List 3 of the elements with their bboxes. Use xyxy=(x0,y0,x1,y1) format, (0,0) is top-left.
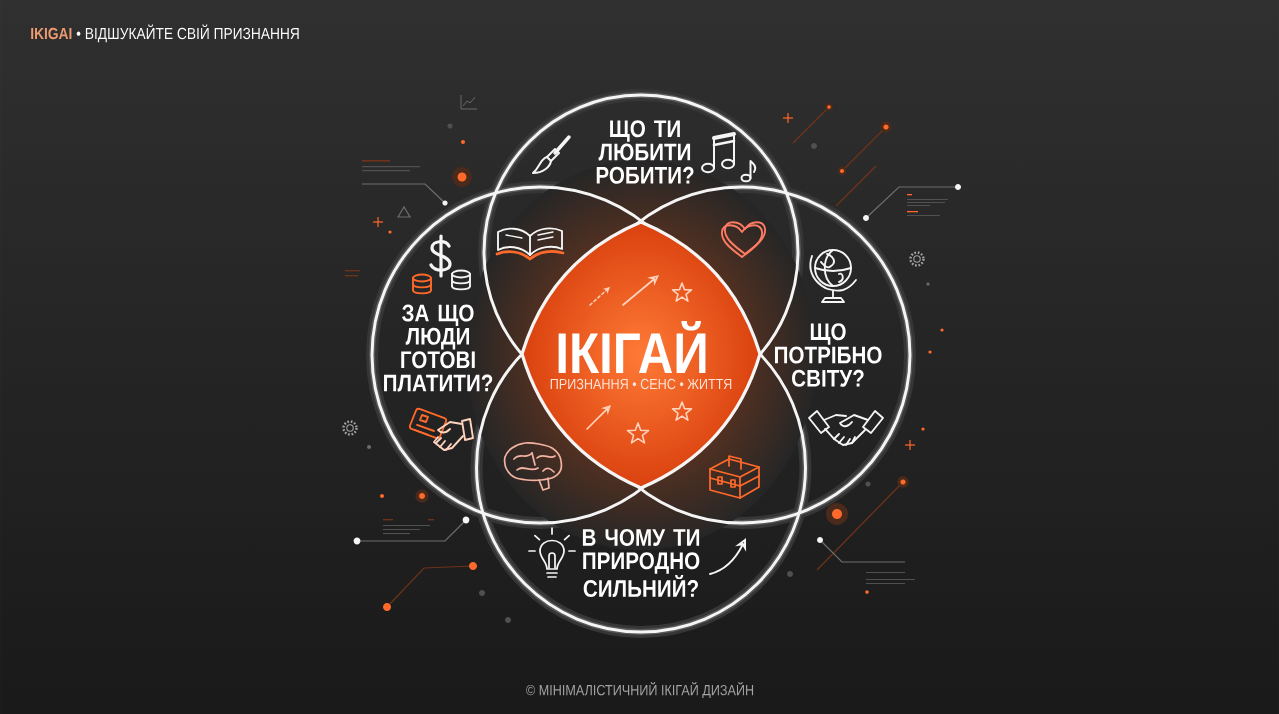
center-lens: ІКІГАЙ ПРИЗНАННЯ • СЕНС • ЖИТТЯ xyxy=(520,220,762,490)
title: IKIGAI • ВІДШУКАЙТЕ СВІЙ ПРИЗНАННЯ xyxy=(31,24,299,43)
caption: © МІНІМАЛІСТИЧНИЙ ІКІГАЙ ДИЗАЙН xyxy=(526,681,754,699)
